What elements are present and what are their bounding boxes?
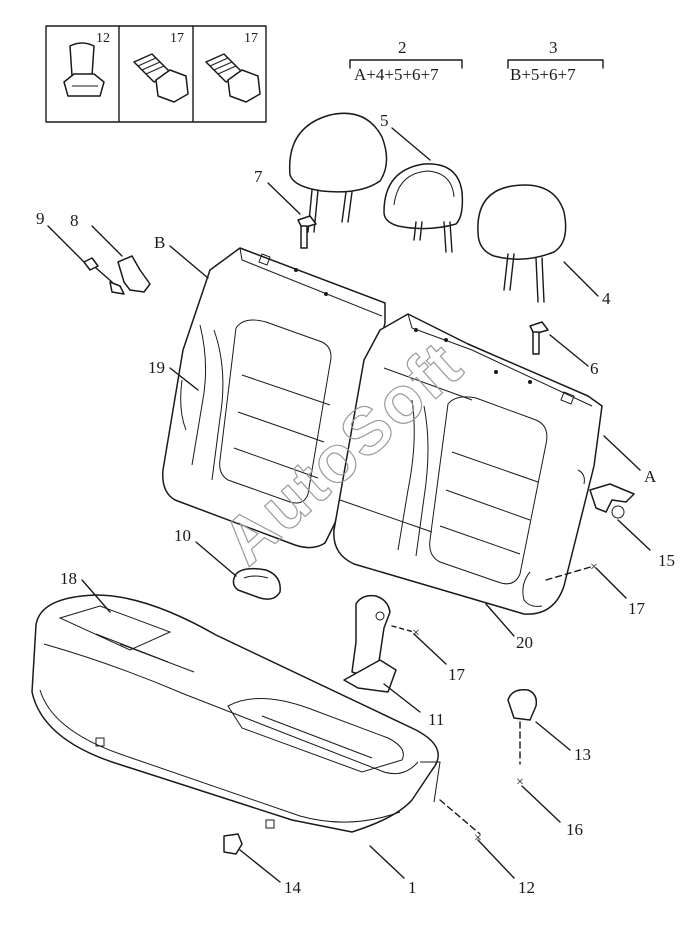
buckle-13-icon <box>507 688 538 765</box>
callout-20: 20 <box>516 633 533 652</box>
callout-19: 19 <box>148 358 165 377</box>
bolt-17-icon-2 <box>205 53 261 103</box>
svg-text:×: × <box>590 560 598 575</box>
cover-10-icon <box>232 567 281 600</box>
callout-15: 15 <box>658 551 675 570</box>
group-2-number: 2 <box>398 38 407 57</box>
callout-16: 16 <box>566 820 583 839</box>
group-3-number: 3 <box>549 38 558 57</box>
callout-9: 9 <box>36 209 45 228</box>
bracket-11-icon <box>343 594 397 693</box>
callout-6: 6 <box>590 359 599 378</box>
clip-12-icon <box>63 42 105 97</box>
box-label-12: 12 <box>96 31 110 46</box>
callout-8: 8 <box>70 211 79 230</box>
bolt-9-icon <box>83 257 113 283</box>
clip-14-icon <box>223 833 243 855</box>
headrest-middle <box>383 163 464 253</box>
callout-12: 12 <box>518 878 535 897</box>
group-3-formula: B+5+6+7 <box>510 65 576 84</box>
svg-text:×: × <box>474 831 482 846</box>
striker-8-icon <box>109 255 151 295</box>
box-label-17a: 17 <box>170 31 184 46</box>
headrest-right <box>477 184 567 303</box>
headrest-guide-7-icon <box>297 215 317 249</box>
seatback-right <box>333 313 603 615</box>
callout-1: 1 <box>408 878 417 897</box>
callout-A: A <box>644 467 657 486</box>
svg-text:×: × <box>412 626 420 641</box>
callout-17-right: 17 <box>628 599 646 618</box>
headrest-guide-6-icon <box>529 321 549 355</box>
box-label-17b: 17 <box>244 31 258 46</box>
callout-5: 5 <box>380 111 389 130</box>
group-3: 3 B+5+6+7 <box>507 38 604 84</box>
callout-4: 4 <box>602 289 611 308</box>
handle-15-icon <box>589 483 635 519</box>
callout-11: 11 <box>428 710 444 729</box>
callout-18: 18 <box>60 569 77 588</box>
bolt-17-icon <box>133 53 189 103</box>
callout-10: 10 <box>174 526 191 545</box>
headrest-left <box>288 112 388 233</box>
callout-17-bracket: 17 <box>448 665 466 684</box>
callout-7: 7 <box>254 167 263 186</box>
fastener-box: 12 17 17 <box>45 25 267 123</box>
group-2: 2 A+4+5+6+7 <box>349 38 463 84</box>
callout-14: 14 <box>284 878 302 897</box>
leader-lines <box>47 127 651 883</box>
callout-B: B <box>154 233 165 252</box>
group-2-formula: A+4+5+6+7 <box>354 65 439 84</box>
callout-13: 13 <box>574 745 591 764</box>
svg-text:×: × <box>516 775 524 790</box>
seatback-left <box>162 247 386 549</box>
